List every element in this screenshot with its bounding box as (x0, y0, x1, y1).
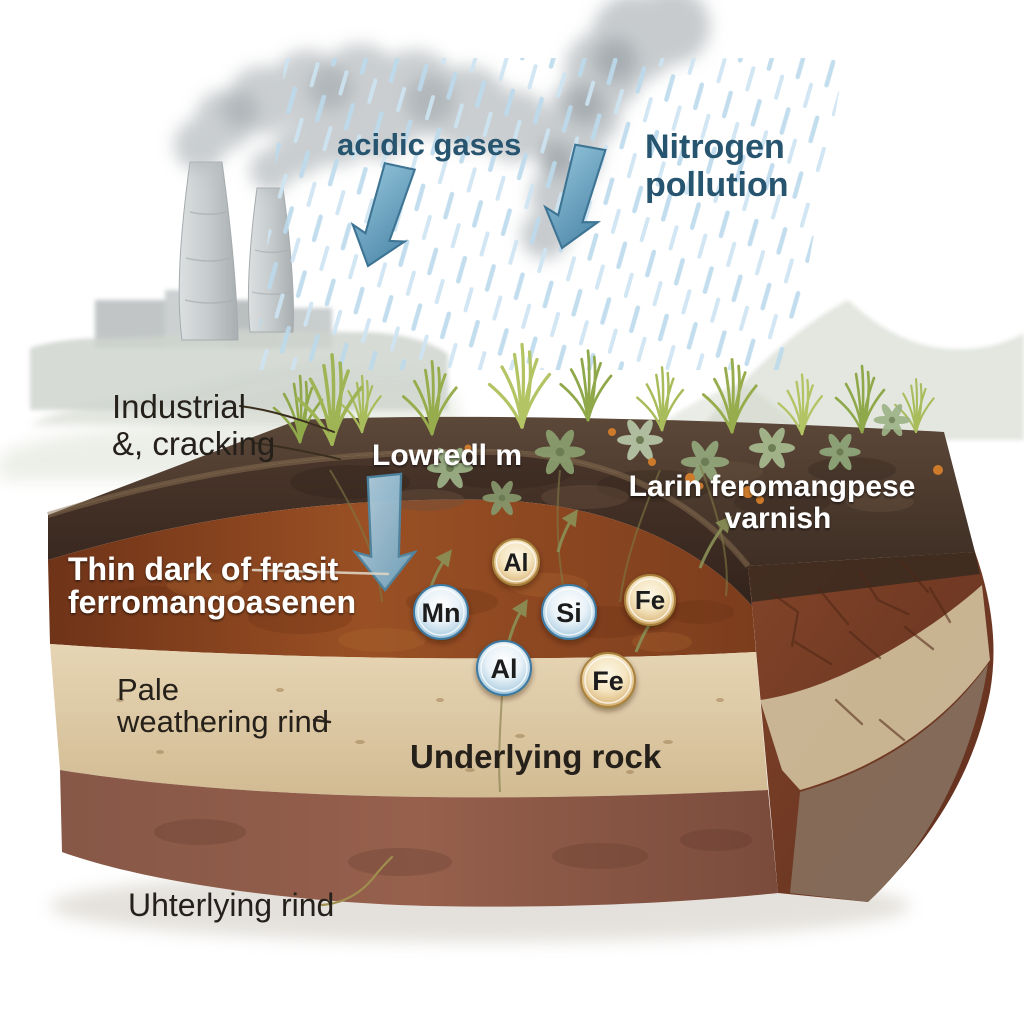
pale-layer-texture (116, 688, 724, 774)
underlying-rind-label: Uhterlying rind (128, 887, 334, 923)
cracking-leader-line (253, 442, 341, 460)
layer-varnish (48, 451, 752, 606)
thin-dark-label-line1: Thin dark of frasit (68, 551, 339, 587)
element-symbol: Si (556, 598, 582, 628)
ferromanganese-varnish-label-line1: Larin feromangpese (629, 470, 916, 503)
cooling-tower-left (178, 161, 239, 341)
element-ball-al-blue: Al (476, 640, 532, 696)
orange-lichen-spots (464, 428, 943, 504)
nitrogen-label-line1: Nitrogen (645, 128, 785, 166)
mountain-ridge-large (690, 300, 1024, 440)
top-front-edge-highlight (47, 448, 751, 568)
right-face-bottom-shade (790, 664, 988, 902)
ferromanganese-varnish-label-line2: varnish (725, 502, 832, 535)
up-arrow-icon (556, 509, 578, 553)
element-symbol: Fe (635, 585, 665, 615)
nitrogen-label-line2: pollution (645, 166, 789, 204)
pale-label-line2: weathering rind (116, 704, 329, 739)
element-ball-fe-tan-2: Fe (580, 652, 636, 708)
thin-dark-leader-line (251, 568, 390, 576)
pale-label-line1: Pale (117, 672, 179, 707)
tower-bands (184, 211, 235, 304)
industrial-leader-line (239, 405, 335, 433)
root-lines (329, 464, 728, 793)
element-ball-si-blue: Si (541, 584, 597, 640)
top-face (48, 416, 975, 566)
bottom-layer-texture (154, 819, 752, 876)
element-ball-fe-tan: Fe (624, 574, 676, 626)
element-symbol: Mn (422, 598, 461, 628)
layer-bottom-rock (60, 770, 778, 907)
pale-leader-dash (312, 718, 332, 724)
element-balls: Al Mn Si Fe Al Fe (413, 538, 676, 708)
element-symbol: Al (491, 654, 518, 684)
surface-varnish-label: Lowredl m (372, 439, 522, 472)
top-face-texture (290, 451, 914, 516)
thin-dark-label-line2: ferromangoasenen (68, 584, 356, 620)
element-symbol: Fe (592, 666, 624, 696)
cracking-label: &, cracking (112, 425, 275, 462)
element-ball-mn-blue: Mn (413, 584, 469, 640)
acidic-gases-label: acidic gases (337, 127, 521, 162)
underlying-rock-label: Underlying rock (410, 738, 662, 775)
underlying-rind-leader-line (320, 855, 394, 907)
callout-leaders (239, 405, 394, 907)
right-face-cracks (768, 560, 952, 742)
right-face-pale-band (760, 585, 990, 790)
industrial-label: Industrial (112, 388, 246, 425)
up-arrow-icon (698, 515, 733, 569)
element-symbol: Al (504, 549, 529, 577)
element-ball-al-tan: Al (492, 538, 540, 586)
